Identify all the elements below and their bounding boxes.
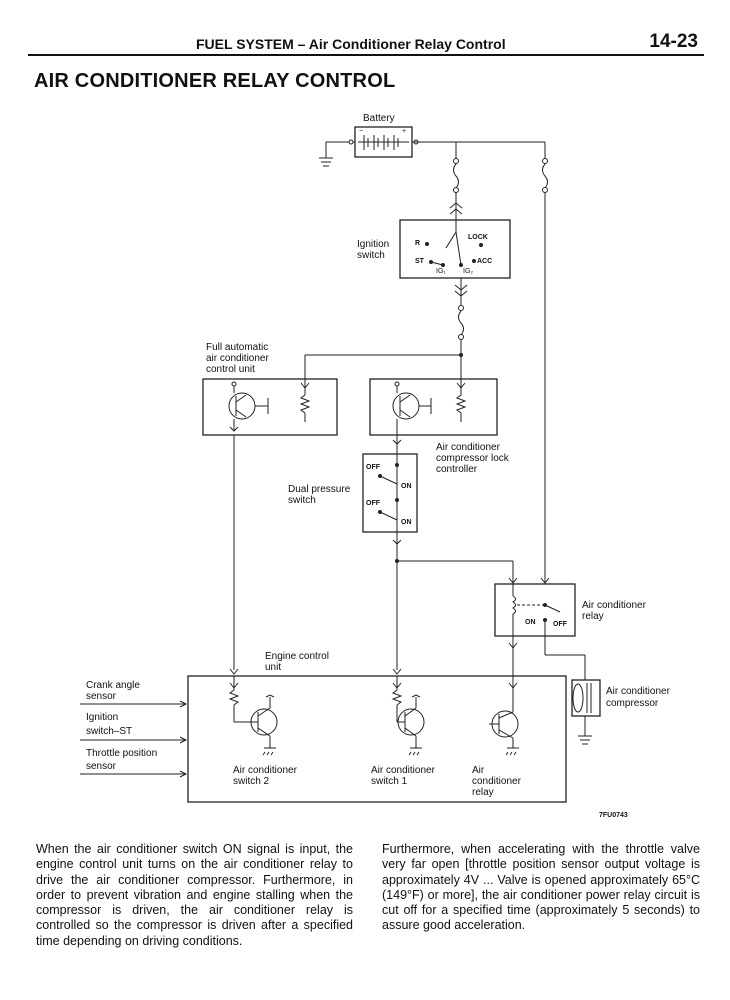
lock-controller-label-3: controller <box>436 464 478 475</box>
throttle-label-1: Throttle position <box>86 748 157 759</box>
full-auto-label-3: control unit <box>206 364 255 375</box>
ign-st-label-2: switch–ST <box>86 726 132 737</box>
dps-on-2: ON <box>401 519 412 526</box>
ecu-inputs: Crank angle sensor Ignition switch–ST Th… <box>80 680 188 778</box>
pos-lock: LOCK <box>468 234 488 241</box>
ecu-label-2: unit <box>265 662 281 673</box>
switch1-label-2: switch 1 <box>371 776 408 787</box>
page-title: AIR CONDITIONER RELAY CONTROL <box>34 70 396 92</box>
paragraph-right: Furthermore, when accelerating with the … <box>382 842 700 933</box>
dual-pressure-label-1: Dual pressure <box>288 484 351 495</box>
ac-relay-label-1: Air conditioner <box>582 600 647 611</box>
pos-acc: ACC <box>477 258 492 265</box>
compressor-label-2: compressor <box>606 698 659 709</box>
ac-compressor: Air conditioner compressor <box>571 679 671 717</box>
compressor-label-1: Air conditioner <box>606 686 671 697</box>
full-auto-label-2: air conditioner <box>206 353 269 364</box>
switch2-label-1: Air conditioner <box>233 765 298 776</box>
ignition-switch-label-2: switch <box>357 250 385 261</box>
wiring-diagram: Battery + − Ignition switch R ST LOCK AC… <box>80 113 671 819</box>
relay-off: OFF <box>553 621 568 628</box>
crank-label-2: sensor <box>86 691 117 702</box>
relay-out-label-1: Air <box>472 765 485 776</box>
throttle-label-2: sensor <box>86 761 117 772</box>
dual-pressure-label-2: switch <box>288 495 316 506</box>
battery-label: Battery <box>363 113 395 124</box>
relay-out-label-3: relay <box>472 787 494 798</box>
relay-on: ON <box>525 619 536 626</box>
dps-on-1: ON <box>401 483 412 490</box>
paragraph-left: When the air conditioner switch ON signa… <box>36 842 353 948</box>
ignition-switch: Ignition switch R ST LOCK ACC IG₁ IG₂ <box>357 219 511 279</box>
engine-control-unit: Engine control unit <box>187 651 567 803</box>
ignition-switch-label-1: Ignition <box>357 239 389 250</box>
switch2-label-2: switch 2 <box>233 776 270 787</box>
page-number: 14-23 <box>649 31 698 52</box>
ecu-label-1: Engine control <box>265 651 329 662</box>
crank-label-1: Crank angle <box>86 680 140 691</box>
pos-r: R <box>415 240 420 247</box>
ign-st-label-1: Ignition <box>86 712 118 723</box>
page-header: FUEL SYSTEM – Air Conditioner Relay Cont… <box>28 30 704 56</box>
lock-controller-label-1: Air conditioner <box>436 442 501 453</box>
full-auto-label-1: Full automatic <box>206 342 268 353</box>
switch1-label-1: Air conditioner <box>371 765 436 776</box>
figure-code: 7FU0743 <box>599 812 628 819</box>
svg-text:+: + <box>402 128 406 135</box>
ac-relay: ON OFF Air conditioner relay <box>494 577 647 637</box>
svg-text:−: − <box>359 128 363 135</box>
battery-symbol: Battery + − <box>354 113 413 158</box>
dps-off-2: OFF <box>366 500 381 507</box>
ac-relay-label-2: relay <box>582 611 604 622</box>
dual-pressure-switch: Dual pressure switch OFF ON OFF ON <box>288 453 418 533</box>
pos-ig2: IG₂ <box>463 268 473 275</box>
section-title: FUEL SYSTEM – Air Conditioner Relay Cont… <box>196 36 506 52</box>
pos-st: ST <box>415 258 425 265</box>
lock-controller-label-2: compressor lock <box>436 453 510 464</box>
full-auto-control-unit: Full automatic air conditioner control u… <box>202 342 338 436</box>
pos-ig1: IG₁ <box>436 268 446 275</box>
compressor-lock-controller: Air conditioner compressor lock controll… <box>369 378 510 475</box>
dps-off-1: OFF <box>366 464 381 471</box>
relay-out-label-2: conditioner <box>472 776 522 787</box>
